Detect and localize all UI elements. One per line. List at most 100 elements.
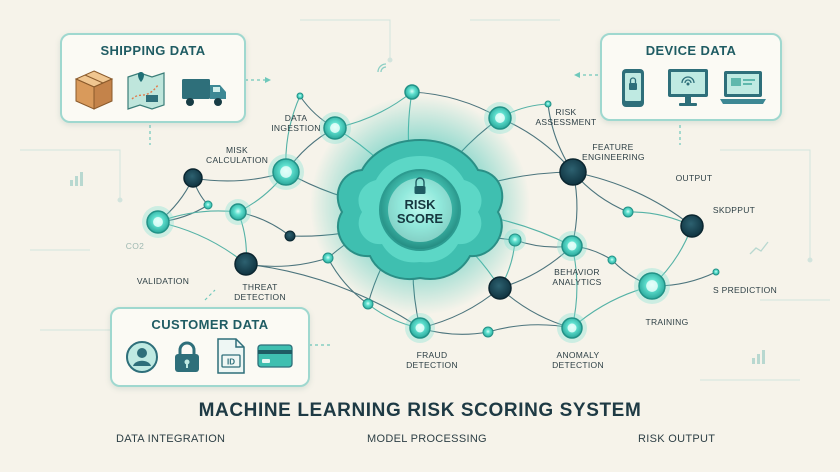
network-node[interactable] xyxy=(559,158,587,186)
customer-data-card[interactable]: CUSTOMER DATA ID xyxy=(110,307,310,387)
svg-text:ID: ID xyxy=(227,358,235,367)
label-training: TRAINING xyxy=(645,317,689,327)
network-node[interactable] xyxy=(319,112,351,144)
package-icon xyxy=(74,70,114,110)
footer-risk-output: RISK OUTPUT xyxy=(638,433,716,445)
label-feature-engineering: FEATURE ENGINEERING xyxy=(582,142,645,162)
network-node[interactable] xyxy=(322,252,334,264)
map-icon xyxy=(127,72,165,110)
id-document-icon: ID xyxy=(217,338,245,374)
shipping-icons xyxy=(74,70,226,110)
network-node[interactable] xyxy=(234,252,258,276)
network-node[interactable] xyxy=(557,313,587,343)
node-dot xyxy=(508,233,522,247)
node-dot xyxy=(234,252,258,276)
node-dot xyxy=(488,276,512,300)
network-node[interactable] xyxy=(504,229,526,251)
footer-data-integration: DATA INTEGRATION xyxy=(116,433,226,445)
network-node[interactable] xyxy=(405,313,435,343)
risk-score-core[interactable] xyxy=(336,138,504,280)
network-node[interactable] xyxy=(362,298,374,310)
label-output: OUTPUT xyxy=(675,173,713,183)
monitor-icon xyxy=(668,69,708,106)
label-fraud-detection: FRAUD DETECTION xyxy=(406,350,458,370)
footer-model-processing: MODEL PROCESSING xyxy=(367,433,487,445)
network-node[interactable] xyxy=(622,206,634,218)
network-node[interactable] xyxy=(183,168,203,188)
node-dot xyxy=(183,168,203,188)
user-icon xyxy=(126,341,158,373)
network-node[interactable] xyxy=(142,206,174,238)
network-node[interactable] xyxy=(712,268,720,276)
shipping-data-title: SHIPPING DATA xyxy=(100,43,206,58)
network-node[interactable] xyxy=(488,276,512,300)
network-node[interactable] xyxy=(557,231,587,261)
network-node[interactable] xyxy=(404,84,420,100)
risk-score-line2: SCORE xyxy=(396,211,444,226)
node-core xyxy=(646,280,658,292)
label-co2: CO2 xyxy=(125,241,145,251)
smartphone-icon xyxy=(622,69,644,107)
label-s-prediction: S PREDICTION xyxy=(712,285,778,295)
node-core xyxy=(415,323,425,333)
node-dot xyxy=(322,252,334,264)
network-node[interactable] xyxy=(482,326,494,338)
mini-line-chart-icon xyxy=(749,241,769,255)
network-node[interactable] xyxy=(203,200,213,210)
node-dot xyxy=(559,158,587,186)
network-node[interactable] xyxy=(284,230,296,242)
label-skdpput: SKDPPUT xyxy=(712,205,756,215)
node-dot xyxy=(680,214,704,238)
label-threat-detection: THREAT DETECTION xyxy=(234,282,286,302)
node-core xyxy=(330,123,340,133)
risk-score-label: RISK SCORE xyxy=(380,198,460,226)
wifi-icon xyxy=(377,63,387,73)
background-circuit xyxy=(20,19,830,381)
network-node[interactable] xyxy=(544,100,552,108)
label-validation: VALIDATION xyxy=(136,276,190,286)
lock-icon xyxy=(414,177,426,194)
network-node[interactable] xyxy=(225,199,251,225)
node-dot xyxy=(203,200,213,210)
node-dot xyxy=(622,206,634,218)
network-node[interactable] xyxy=(634,268,670,304)
network-edge xyxy=(572,171,693,227)
label-risk-assessment: RISK ASSESSMENT xyxy=(535,107,597,127)
node-dot xyxy=(229,203,247,221)
diagram-title: MACHINE LEARNING RISK SCORING SYSTEM xyxy=(198,400,642,421)
node-dot xyxy=(712,268,720,276)
network-node[interactable] xyxy=(296,92,304,100)
network-node[interactable] xyxy=(484,102,516,134)
node-dot xyxy=(296,92,304,100)
node-core xyxy=(280,166,292,178)
label-behavior-analytics: BEHAVIOR ANALYTICS xyxy=(552,267,602,287)
shipping-data-card[interactable]: SHIPPING DATA xyxy=(60,33,246,123)
network-node[interactable] xyxy=(607,255,617,265)
truck-icon xyxy=(182,79,226,106)
label-data-ingestion: DATA INGESTION xyxy=(271,113,321,133)
lock-icon-customer xyxy=(175,341,199,372)
node-core xyxy=(495,113,505,123)
node-core xyxy=(567,323,577,333)
label-anomaly-detection: ANOMALY DETECTION xyxy=(552,350,604,370)
label-misk-calculation: MISK CALCULATION xyxy=(206,145,269,165)
network-nodes xyxy=(142,84,720,343)
credit-card-icon xyxy=(257,344,293,368)
network-node[interactable] xyxy=(268,154,304,190)
node-dot xyxy=(284,230,296,242)
node-dot xyxy=(607,255,617,265)
device-icons xyxy=(622,69,766,107)
mini-bar-chart-icon xyxy=(70,172,83,186)
node-core xyxy=(153,217,163,227)
node-dot xyxy=(362,298,374,310)
customer-data-title: CUSTOMER DATA xyxy=(151,317,269,332)
risk-score-line1: RISK xyxy=(404,197,436,212)
node-dot xyxy=(544,100,552,108)
node-core xyxy=(567,241,577,251)
network-node[interactable] xyxy=(680,214,704,238)
device-data-card[interactable]: DEVICE DATA xyxy=(600,33,782,121)
node-dot xyxy=(404,84,420,100)
device-data-title: DEVICE DATA xyxy=(645,43,737,58)
